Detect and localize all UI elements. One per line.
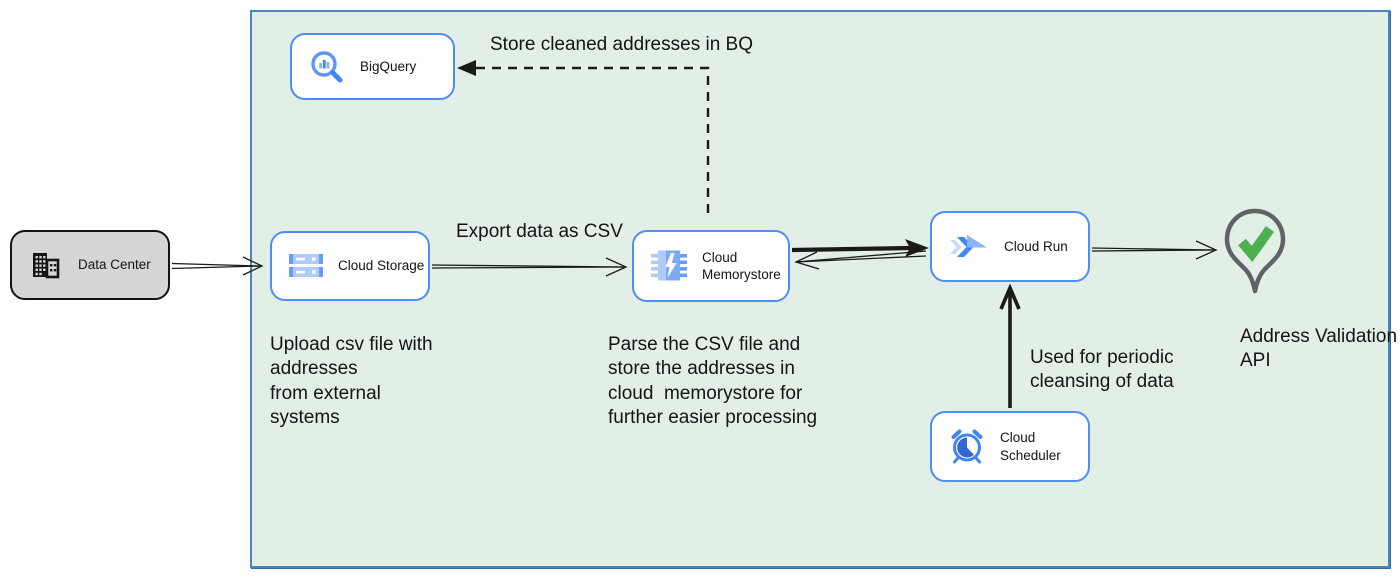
- cloud-run-icon: [949, 232, 989, 262]
- address-validation-pin-icon[interactable]: [1222, 206, 1288, 312]
- bigquery-icon: [309, 49, 345, 85]
- cloud-run-label: Cloud Run: [1004, 238, 1068, 254]
- data-center-label: Data Center: [78, 257, 151, 273]
- data-center-node[interactable]: Data Center: [10, 230, 170, 300]
- cloud-scheduler-node[interactable]: Cloud Scheduler: [930, 411, 1090, 482]
- cloud-run-node[interactable]: Cloud Run: [930, 211, 1090, 282]
- annotation-periodic-cleansing: Used for periodic cleansing of data: [1030, 347, 1174, 393]
- memorystore-label: Cloud Memorystore: [702, 249, 781, 282]
- annotation-upload-csv: Upload csv file with addresses from exte…: [270, 334, 433, 428]
- cloud-scheduler-label: Cloud Scheduler: [1000, 430, 1061, 463]
- gcp-zone-container: [250, 10, 1390, 568]
- memorystore-icon: [651, 249, 687, 283]
- bigquery-node[interactable]: BigQuery: [290, 33, 455, 100]
- cloud-storage-icon: [289, 253, 323, 279]
- annotation-export-csv: Export data as CSV: [456, 221, 623, 242]
- memorystore-node[interactable]: Cloud Memorystore: [632, 230, 790, 302]
- cloud-scheduler-icon: [949, 428, 985, 465]
- annotation-parse-csv: Parse the CSV file and store the address…: [608, 334, 818, 428]
- address-validation-label: Address Validation API: [1240, 326, 1398, 372]
- arrow-datacenter-to-storage: [171, 256, 264, 276]
- cloud-storage-node[interactable]: Cloud Storage: [270, 231, 430, 301]
- annotation-store-bq: Store cleaned addresses in BQ: [490, 34, 753, 55]
- bigquery-label: BigQuery: [360, 58, 417, 74]
- data-center-icon: [29, 249, 63, 281]
- cloud-storage-label: Cloud Storage: [338, 258, 425, 274]
